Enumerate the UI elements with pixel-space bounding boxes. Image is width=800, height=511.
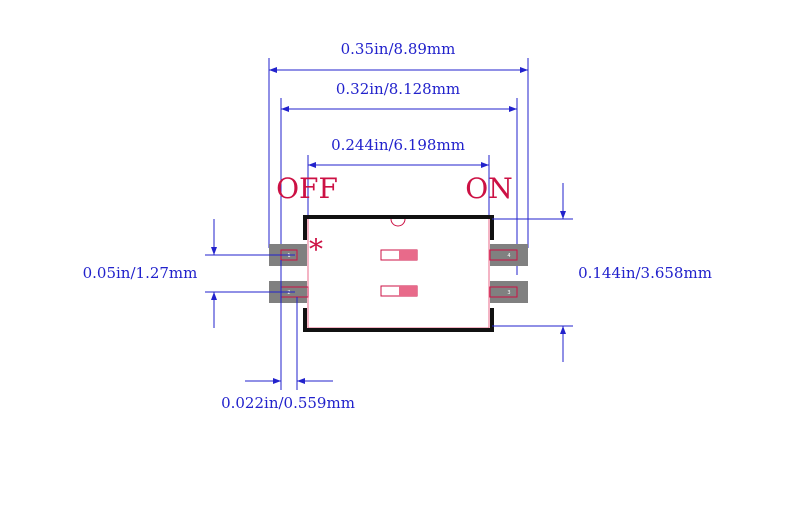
dim-pad-span-label: 0.32in/8.128mm	[336, 80, 460, 98]
dim-pitch-label: 0.05in/1.27mm	[83, 264, 198, 282]
switch-2	[380, 285, 418, 297]
off-label: OFF	[276, 172, 338, 205]
dim-body-width: 0.244in/6.198mm	[307, 136, 490, 218]
pin-number: 4	[507, 253, 510, 259]
dim-body-width-label: 0.244in/6.198mm	[331, 136, 465, 154]
component-body	[303, 215, 494, 332]
pin-number: 2	[287, 290, 290, 296]
dim-height-label: 0.144in/3.658mm	[578, 264, 712, 282]
dim-overall-width: 0.35in/8.89mm	[268, 40, 529, 248]
on-label: ON	[465, 172, 512, 205]
notch-icon	[390, 218, 406, 227]
dim-pitch: 0.05in/1.27mm	[83, 219, 295, 328]
pin-number: 3	[507, 290, 510, 296]
pad-right-bottom: 3	[489, 281, 528, 303]
pin1-marker-icon: *	[309, 233, 323, 266]
dim-overall-width-label: 0.35in/8.89mm	[341, 40, 456, 58]
switch-1	[380, 249, 418, 261]
dim-pad-width: 0.022in/0.559mm	[221, 260, 355, 412]
dim-height: 0.144in/3.658mm	[492, 183, 712, 362]
dim-pad-width-label: 0.022in/0.559mm	[221, 394, 355, 412]
pad-right-top: 4	[489, 244, 528, 266]
pin-number: 1	[287, 253, 290, 259]
